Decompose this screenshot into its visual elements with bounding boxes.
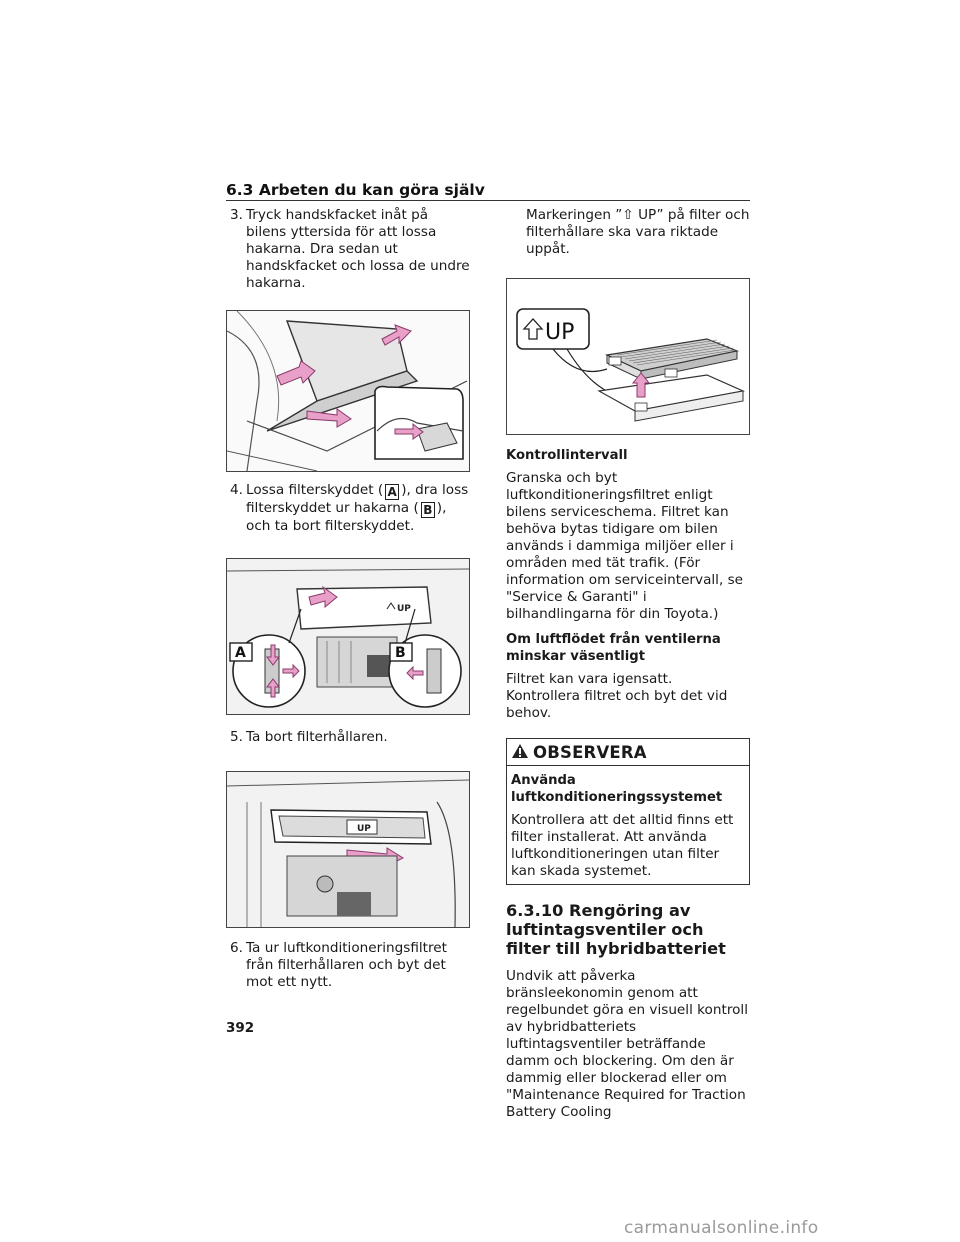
figure-filter-holder: UP <box>226 771 470 928</box>
observera-title-bar: OBSERVERA <box>507 739 749 766</box>
figure-filter-cover: UP A B <box>226 558 470 715</box>
watermark: carmanualsonline.info <box>624 1218 819 1238</box>
warning-icon <box>511 743 529 762</box>
observera-body: Använda luftkonditioneringssystemet Kont… <box>507 766 749 884</box>
observera-box: OBSERVERA Använda luftkonditioneringssys… <box>506 738 750 885</box>
up-arrow-icon: ⇧ <box>622 207 634 223</box>
up-mark-text: UP <box>357 824 371 834</box>
step-6: 6. Ta ur luftkonditioneringsfiltret från… <box>226 940 470 991</box>
step-text: Ta ur luftkonditioneringsfiltret från fi… <box>246 940 447 990</box>
luftflode-block: Om luftflödet från ventilerna minskar vä… <box>506 631 750 722</box>
observera-title: OBSERVERA <box>533 742 647 762</box>
up-mark-text: UP <box>545 320 574 345</box>
step-number: 6. <box>230 940 243 956</box>
step-text: Tryck handskfacket inåt på bilens ytters… <box>246 207 470 291</box>
step-3: 3. Tryck handskfacket inåt på bilens ytt… <box>226 207 470 292</box>
observera-text: Kontrollera att det alltid finns ett fil… <box>511 812 734 879</box>
step-number: 5. <box>230 729 243 745</box>
observera-subheading: Använda luftkonditioneringssystemet <box>511 773 723 805</box>
filter-cover-illustration: UP A B <box>227 559 469 714</box>
right-column: Markeringen ”⇧ UP” på filter och filterh… <box>506 207 750 1121</box>
label-b: B <box>395 645 406 661</box>
label-a-badge: A <box>385 484 400 500</box>
glovebox-illustration <box>227 311 468 471</box>
step-text: Lossa filterskyddet (A), dra loss filter… <box>246 482 469 534</box>
figure-glovebox <box>226 310 470 472</box>
page-number: 392 <box>226 1020 255 1036</box>
label-a: A <box>235 645 246 661</box>
left-column: 3. Tryck handskfacket inåt på bilens ytt… <box>226 207 470 991</box>
step-text: Ta bort filterhållaren. <box>246 729 388 745</box>
step-4: 4. Lossa filterskyddet (A), dra loss fil… <box>226 482 470 535</box>
label-b-badge: B <box>420 502 435 518</box>
section-heading: 6.3.10 Rengöring av luftintagsventiler o… <box>506 901 726 958</box>
luftflode-heading: Om luftflödet från ventilerna minskar vä… <box>506 632 721 664</box>
figure-filter-orientation: UP <box>506 278 750 435</box>
filter-orientation-illustration: UP <box>507 279 749 434</box>
step-number: 3. <box>230 207 243 223</box>
step-5: 5. Ta bort filterhållaren. <box>226 729 470 746</box>
step-number: 4. <box>230 482 243 498</box>
luftflode-text: Filtret kan vara igensatt. Kontrollera f… <box>506 671 728 721</box>
up-mark-text: UP <box>397 604 411 614</box>
filter-holder-illustration: UP <box>227 772 469 927</box>
section-header: 6.3 Arbeten du kan göra själv <box>226 181 485 199</box>
section-text: Undvik att påverka bränsleekonomin genom… <box>506 968 748 1120</box>
header-rule <box>226 200 750 201</box>
kontroll-heading: Kontrollintervall <box>506 448 628 463</box>
kontroll-block: Kontrollintervall Granska och byt luftko… <box>506 447 750 623</box>
marking-note: Markeringen ”⇧ UP” på filter och filterh… <box>526 207 750 257</box>
kontroll-text: Granska och byt luftkonditioneringsfiltr… <box>506 470 744 622</box>
